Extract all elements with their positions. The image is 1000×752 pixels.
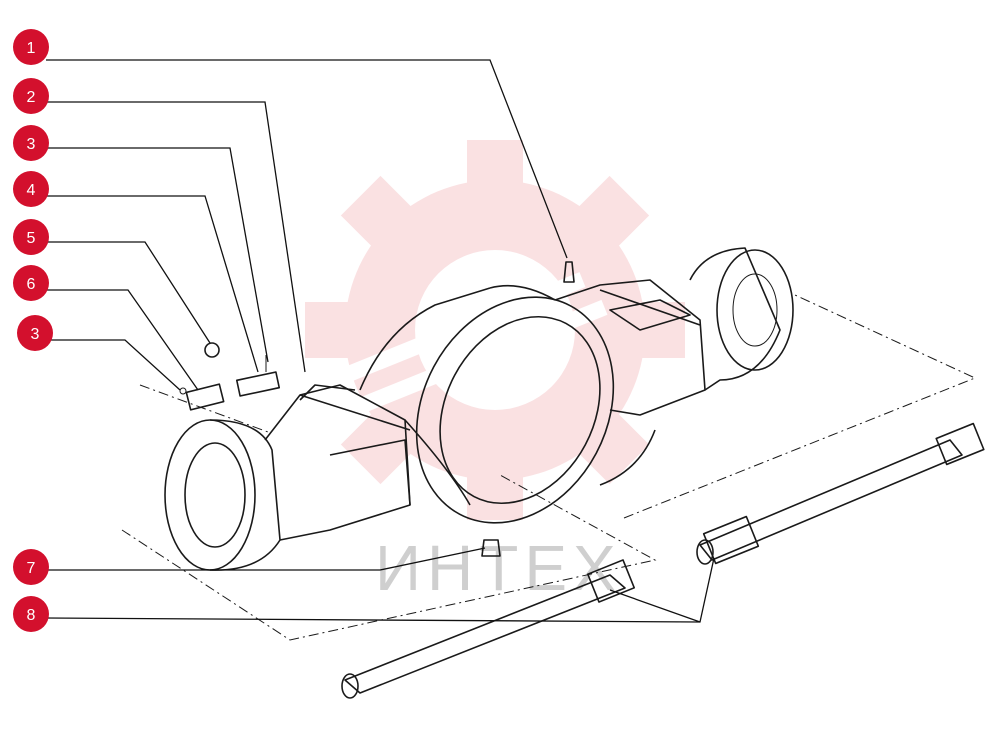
callout-label: 2 <box>27 89 36 106</box>
callout-label: 3 <box>31 326 40 343</box>
callout-label: 3 <box>27 136 36 153</box>
callout-4: 4 <box>13 171 49 207</box>
drain-plug-icon <box>481 539 501 557</box>
axle-housing <box>164 247 794 571</box>
callout-5: 5 <box>13 219 49 255</box>
callout-3: 3 <box>13 125 49 161</box>
callout-6: 6 <box>13 265 49 301</box>
callout-label: 5 <box>27 230 36 247</box>
callout-label: 8 <box>27 607 36 624</box>
callout-label: 6 <box>27 276 36 293</box>
callout-3b: 3 <box>17 315 53 351</box>
callout-7: 7 <box>13 549 49 585</box>
callout-label: 1 <box>27 40 36 57</box>
callout-1: 1 <box>13 29 49 65</box>
grease-fitting-icon <box>563 261 575 283</box>
centerlines <box>121 294 977 641</box>
plate-icon <box>235 371 281 397</box>
small-parts <box>179 261 575 557</box>
half-shafts <box>341 422 985 699</box>
watermark-text: ИНТЕХ <box>375 532 622 604</box>
callout-2: 2 <box>13 78 49 114</box>
gear-icon <box>301 140 685 520</box>
callout-label: 7 <box>27 560 36 577</box>
callout-label: 4 <box>27 182 36 199</box>
callout-8: 8 <box>13 596 49 632</box>
watermark-logo <box>301 140 685 520</box>
leader-lines <box>45 59 715 623</box>
breather-cap-icon <box>204 342 220 358</box>
nameplate-icon <box>185 383 225 411</box>
